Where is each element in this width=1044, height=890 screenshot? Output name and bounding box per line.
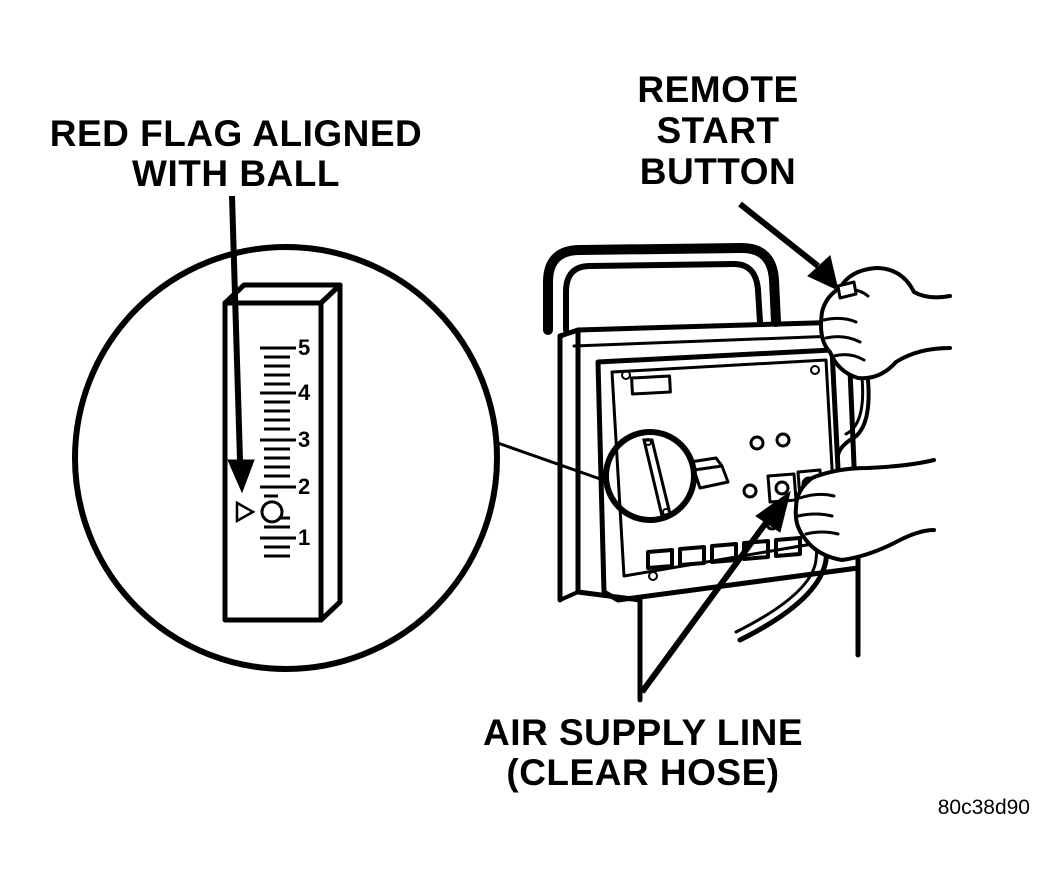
label-line: START	[656, 110, 780, 151]
scale-number: 5	[298, 335, 310, 360]
magnified-view: 5 4 3 2 1	[72, 244, 500, 672]
flowmeter-scale	[260, 346, 296, 558]
hand-lower	[793, 458, 936, 562]
arrow-red-flag	[229, 195, 243, 461]
scale-number: 3	[298, 427, 310, 452]
hose-hand	[734, 458, 936, 643]
label-red-flag-aligned: RED FLAG ALIGNED WITH BALL	[20, 114, 452, 194]
arrow-air-supply	[639, 518, 771, 694]
remote-button	[836, 280, 858, 300]
flowmeter-block	[222, 282, 343, 623]
red-flag-marker	[235, 500, 256, 524]
logo-letters	[646, 536, 802, 570]
label-line: WITH BALL	[132, 153, 340, 194]
scale-number: 4	[298, 380, 311, 405]
arrow-remote-start	[738, 201, 820, 269]
label-air-supply-line: AIR SUPPLY LINE (CLEAR HOSE)	[445, 713, 841, 793]
label-line: (CLEAR HOSE)	[506, 752, 780, 793]
display-window	[630, 374, 672, 396]
machine-handle	[543, 243, 781, 335]
panel-knob	[742, 483, 758, 499]
inset-connector	[491, 439, 607, 483]
figure-code: 80c38d90	[937, 796, 1030, 819]
flowmeter-inset	[603, 429, 697, 523]
scale-number: 1	[298, 525, 310, 550]
panel-knob	[749, 435, 765, 451]
scale-number: 2	[298, 474, 310, 499]
leader-arrows	[227, 195, 839, 694]
label-line: RED FLAG ALIGNED	[49, 113, 423, 154]
remote-cable	[835, 378, 871, 462]
tester-machine	[543, 243, 861, 703]
label-line: BUTTON	[639, 151, 797, 192]
remote-hand	[819, 266, 952, 462]
float-ball	[260, 500, 284, 524]
label-line: AIR SUPPLY LINE	[482, 712, 804, 753]
front-panel	[595, 347, 861, 603]
label-remote-start-button: REMOTE START BUTTON	[600, 69, 836, 192]
label-line: REMOTE	[637, 69, 799, 110]
panel-knob	[775, 432, 791, 448]
